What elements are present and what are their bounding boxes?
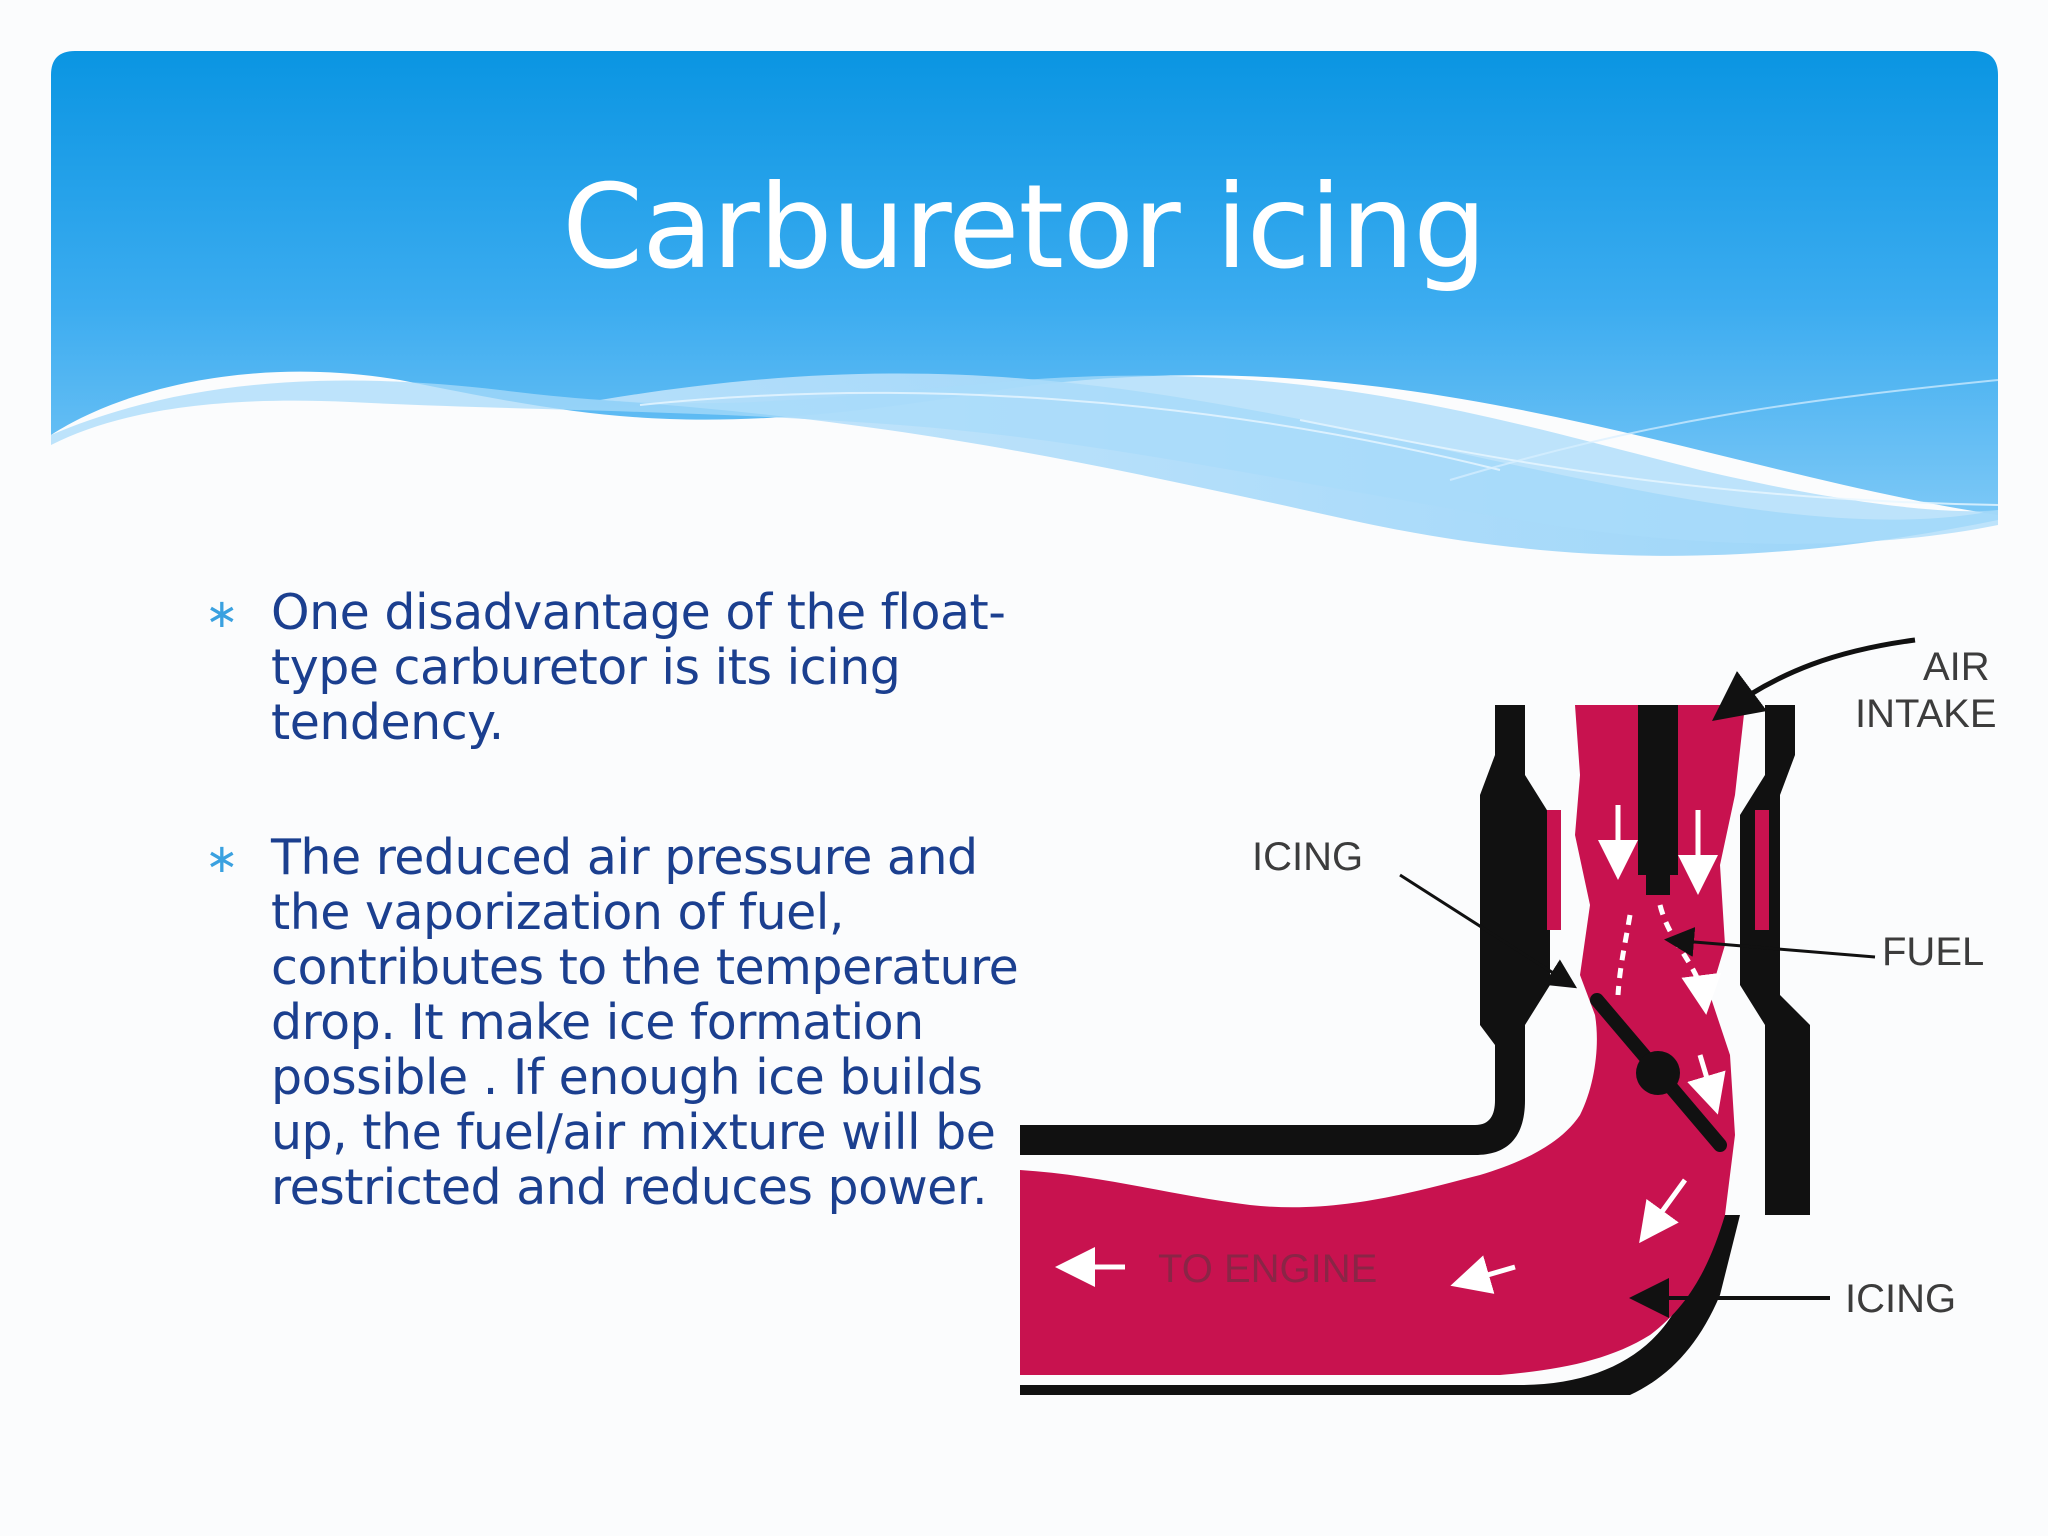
asterisk-bullet-icon: ∗ (205, 836, 239, 882)
bullet-text: The reduced air pressure and the vaporiz… (271, 829, 1019, 1216)
bullet-list: ∗ One disadvantage of the float-type car… (205, 585, 1025, 1295)
icing-label-bottom: ICING (1845, 1277, 1956, 1321)
to-engine-label: TO ENGINE (1158, 1247, 1377, 1291)
asterisk-bullet-icon: ∗ (205, 591, 239, 637)
bullet-item: ∗ The reduced air pressure and the vapor… (205, 830, 1025, 1215)
air-intake-label: INTAKE (1855, 692, 1997, 736)
bullet-item: ∗ One disadvantage of the float-type car… (205, 585, 1025, 750)
slide-title: Carburetor icing (562, 160, 1487, 295)
icing-label-top: ICING (1252, 835, 1363, 879)
carburetor-diagram: AIR INTAKE ICING FUEL TO ENGINE ICING (1020, 637, 1997, 1395)
throttle-shaft (1636, 1051, 1680, 1095)
fuel-label: FUEL (1882, 930, 1984, 974)
fuel-air-mixture (1020, 705, 1745, 1375)
bullet-text: One disadvantage of the float-type carbu… (271, 584, 1006, 751)
header-banner (51, 51, 1999, 556)
air-intake-label: AIR (1923, 645, 1990, 689)
